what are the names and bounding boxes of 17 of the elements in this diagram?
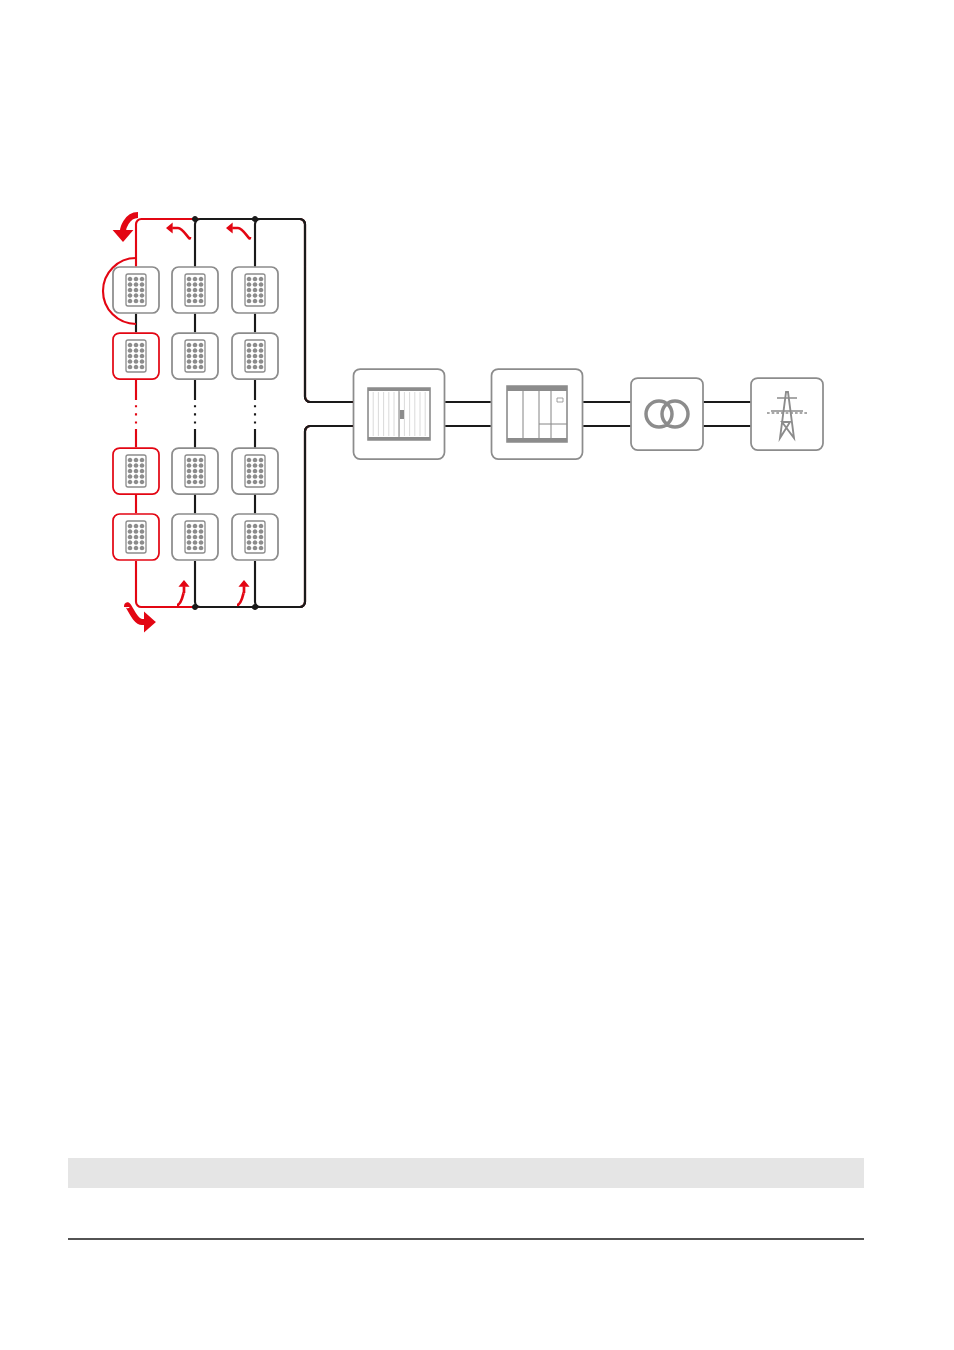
wire	[134, 379, 138, 448]
wire	[583, 400, 631, 404]
wire	[134, 494, 138, 514]
wire	[445, 400, 491, 404]
wire	[253, 424, 353, 609]
wire	[193, 313, 197, 333]
wire	[253, 217, 353, 404]
wire	[193, 494, 197, 514]
wire	[134, 313, 138, 333]
wire	[253, 379, 257, 448]
wire	[703, 400, 751, 404]
wire	[583, 424, 631, 428]
wire	[703, 424, 751, 428]
wire	[445, 424, 491, 428]
wire	[253, 494, 257, 514]
wire	[253, 313, 257, 333]
wire	[193, 379, 197, 448]
